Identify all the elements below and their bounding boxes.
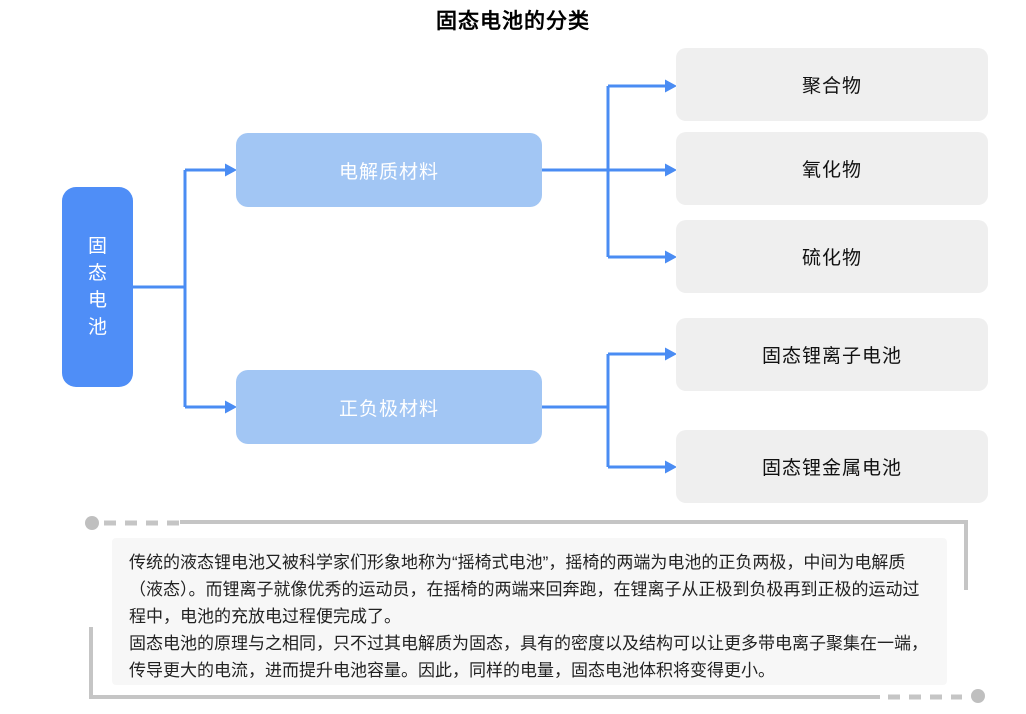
node-label: 氧化物	[801, 160, 862, 181]
node-branch-electrode-material: 正负极材料	[236, 370, 542, 444]
node-label: 固态电池	[87, 236, 107, 338]
node-branch-electrolyte-material: 电解质材料	[236, 133, 542, 207]
node-label: 正负极材料	[338, 398, 439, 420]
note-paragraph-2: 固态电池的原理与之相同，只不过其电解质为固态，具有的密度以及结构可以让更多带电离…	[129, 634, 928, 680]
node-leaf-oxide: 氧化物	[676, 132, 988, 205]
note-paragraph-1: 传统的液态锂电池又被科学家们形象地称为“摇椅式电池”，摇椅的两端为电池的正负两极…	[129, 553, 920, 626]
node-label: 固态锂金属电池	[761, 458, 902, 479]
node-label: 固态锂离子电池	[761, 346, 902, 367]
node-leaf-solid-state-li-ion-battery: 固态锂离子电池	[676, 318, 988, 391]
decoration-dot-icon	[971, 689, 985, 703]
page-title: 固态电池的分类	[436, 10, 590, 33]
node-label: 硫化物	[801, 248, 862, 269]
node-label: 电解质材料	[338, 161, 439, 183]
node-leaf-solid-state-li-metal-battery: 固态锂金属电池	[676, 430, 988, 503]
node-leaf-polymer: 聚合物	[676, 48, 988, 121]
note-box: 传统的液态锂电池又被科学家们形象地称为“摇椅式电池”，摇椅的两端为电池的正负两极…	[112, 538, 947, 685]
node-root-solid-state-battery: 固态电池	[62, 187, 133, 387]
decoration-dot-icon	[85, 516, 99, 530]
node-leaf-sulfide: 硫化物	[676, 220, 988, 293]
node-label: 聚合物	[801, 76, 862, 97]
